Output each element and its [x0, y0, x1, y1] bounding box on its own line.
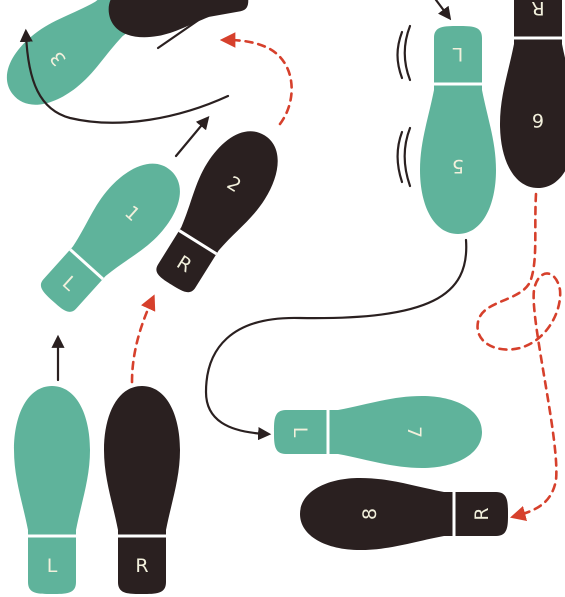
- arrow-6-loop-to-8: [478, 194, 561, 516]
- motion-lines-upper: [398, 26, 411, 80]
- heel-label: R: [531, 0, 544, 19]
- step-number: 8: [359, 508, 381, 520]
- arrow-start-right-to-2: [132, 300, 152, 382]
- footprint-step-8: 8 R: [300, 478, 508, 550]
- heel-label: L: [47, 555, 58, 577]
- footprint-step-5: 5 L: [420, 26, 496, 234]
- arrow-2-to-4: [226, 40, 292, 124]
- step-number: 7: [403, 426, 425, 438]
- footprint-start-left: L: [14, 386, 90, 594]
- heel-label: R: [135, 555, 148, 577]
- motion-lines-lower: [398, 128, 411, 186]
- arrow-1-to-3: [176, 120, 206, 156]
- footprint-step-4: [104, 0, 252, 44]
- heel-label: R: [471, 507, 493, 520]
- footprint-start-right: R: [104, 386, 180, 594]
- footprint-step-1: 1 L: [28, 148, 196, 324]
- arrow-into-5: [436, 0, 448, 16]
- step-number: 6: [532, 109, 544, 131]
- heel-label: L: [289, 427, 311, 438]
- footprint-step-6: 6 R: [500, 0, 565, 188]
- step-number: 5: [452, 155, 464, 177]
- footprint-step-7: 7 L: [274, 396, 482, 468]
- heel-label: L: [452, 43, 463, 65]
